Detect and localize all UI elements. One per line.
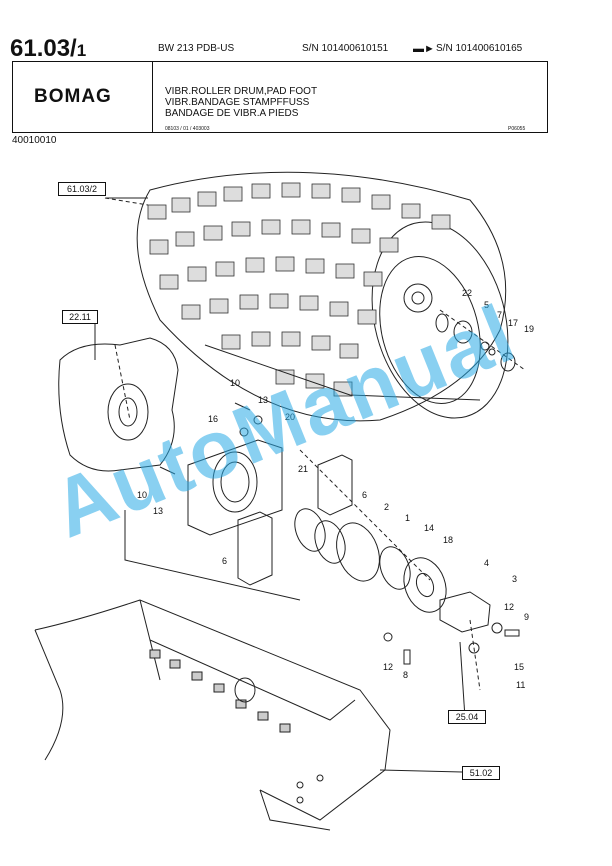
part-label: 16 [208, 414, 219, 424]
description-en: VIBR.ROLLER DRUM,PAD FOOT [165, 86, 318, 97]
part-label: 13 [258, 395, 269, 405]
page-code: P06055 [508, 126, 526, 132]
catalog-number: 40010010 [12, 135, 57, 146]
callout-51-02: 51.02 [462, 766, 500, 780]
part-label: 7 [497, 310, 503, 320]
part-label: 21 [298, 464, 309, 474]
part-label: 11 [516, 680, 526, 690]
part-label: 4 [484, 558, 490, 568]
part-label: 19 [524, 324, 535, 334]
part-label: 10 [137, 490, 148, 500]
part-label: 2 [384, 502, 390, 512]
reference-code: 08103 / 01 / 403003 [165, 126, 210, 132]
serial-arrow-icon: ▬► [413, 43, 435, 55]
part-label: 9 [524, 612, 530, 622]
header-box [12, 61, 548, 133]
serial-from: S/N 101400610151 [302, 43, 389, 54]
serial-to: S/N 101400610165 [436, 43, 523, 54]
part-label: 14 [424, 523, 435, 533]
description-fr: BANDAGE DE VIBR.A PIEDS [165, 108, 299, 119]
part-label: 1 [405, 513, 411, 523]
part-label: 15 [514, 662, 525, 672]
callout-25-04: 25.04 [448, 710, 486, 724]
callout-61-03-2: 61.03/2 [58, 182, 106, 196]
part-label: 6 [362, 490, 368, 500]
part-label: 10 [230, 378, 241, 388]
part-label: 22 [462, 288, 473, 298]
part-label: 20 [285, 412, 296, 422]
part-label: 18 [443, 535, 454, 545]
description-de: VIBR.BANDAGE STAMPFFUSS [165, 97, 310, 108]
part-label: 8 [403, 670, 409, 680]
part-label: 17 [508, 318, 519, 328]
header-divider [152, 61, 154, 133]
part-label: 12 [383, 662, 394, 672]
callout-22-11: 22.11 [62, 310, 98, 324]
part-label: 6 [222, 556, 228, 566]
part-label: 5 [484, 300, 490, 310]
page-number: 61.03/1 [10, 35, 87, 62]
model-label: BW 213 PDB-US [158, 43, 235, 54]
part-label: 12 [504, 602, 515, 612]
part-label: 3 [512, 574, 518, 584]
brand-logo: BOMAG [34, 86, 112, 107]
part-label: 13 [153, 506, 164, 516]
